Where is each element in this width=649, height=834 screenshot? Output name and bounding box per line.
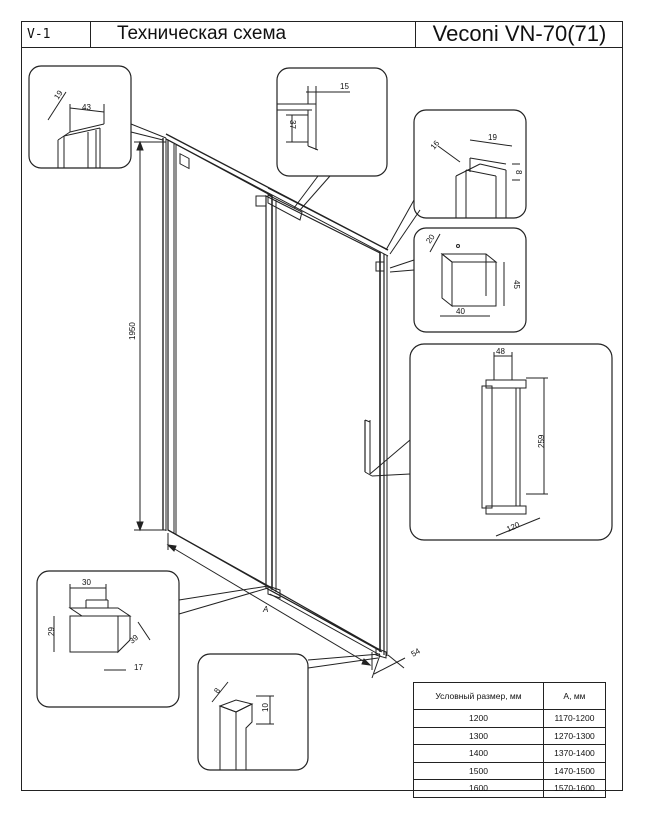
svg-text:16: 16: [429, 138, 442, 151]
svg-text:19: 19: [488, 133, 497, 142]
svg-text:29: 29: [47, 627, 56, 636]
svg-text:15: 15: [340, 82, 349, 91]
svg-text:45: 45: [512, 280, 521, 289]
svg-text:40: 40: [456, 307, 465, 316]
height-label: 1950: [128, 322, 137, 340]
svg-text:10: 10: [261, 703, 270, 712]
detail-wall-profile: [28, 65, 167, 169]
detail-foot: [36, 570, 269, 708]
svg-text:17: 17: [134, 663, 143, 672]
svg-text:120: 120: [505, 520, 521, 534]
sheet-code: V-1: [21, 21, 91, 47]
drawing-title: Техническая схема: [91, 21, 416, 47]
svg-text:8: 8: [212, 686, 222, 695]
svg-text:259: 259: [537, 434, 546, 448]
detail-seal: [197, 653, 381, 771]
detail-handle: [369, 343, 613, 541]
svg-text:30: 30: [82, 578, 91, 587]
door-glass-panel: [265, 195, 381, 652]
detail-top-rail: [276, 67, 388, 211]
svg-text:48: 48: [496, 347, 505, 356]
svg-text:19: 19: [52, 88, 65, 101]
bottom-depth-label: 54: [410, 646, 423, 659]
svg-text:39: 39: [128, 633, 141, 646]
enclosure-main: [162, 133, 389, 659]
drawing-frame: [21, 21, 623, 791]
table-header-size: Условный размер, мм: [413, 682, 544, 710]
svg-text:37: 37: [288, 120, 297, 129]
detail-bracket: [389, 227, 527, 333]
model-name: Veconi VN-70(71): [432, 21, 607, 46]
detail-corner-profile: [385, 109, 527, 255]
height-dimension: [134, 140, 166, 532]
svg-text:43: 43: [82, 103, 91, 112]
width-dimension: [166, 533, 373, 670]
fixed-glass-panel: [167, 138, 273, 590]
table-header-a: А, мм: [542, 682, 607, 710]
svg-text:8: 8: [514, 170, 523, 175]
table-header-row: Условный размер, мм А, мм: [413, 682, 607, 710]
title-block: V-1 Техническая схема Veconi VN-70(71): [21, 21, 623, 48]
width-label: A: [262, 605, 268, 614]
